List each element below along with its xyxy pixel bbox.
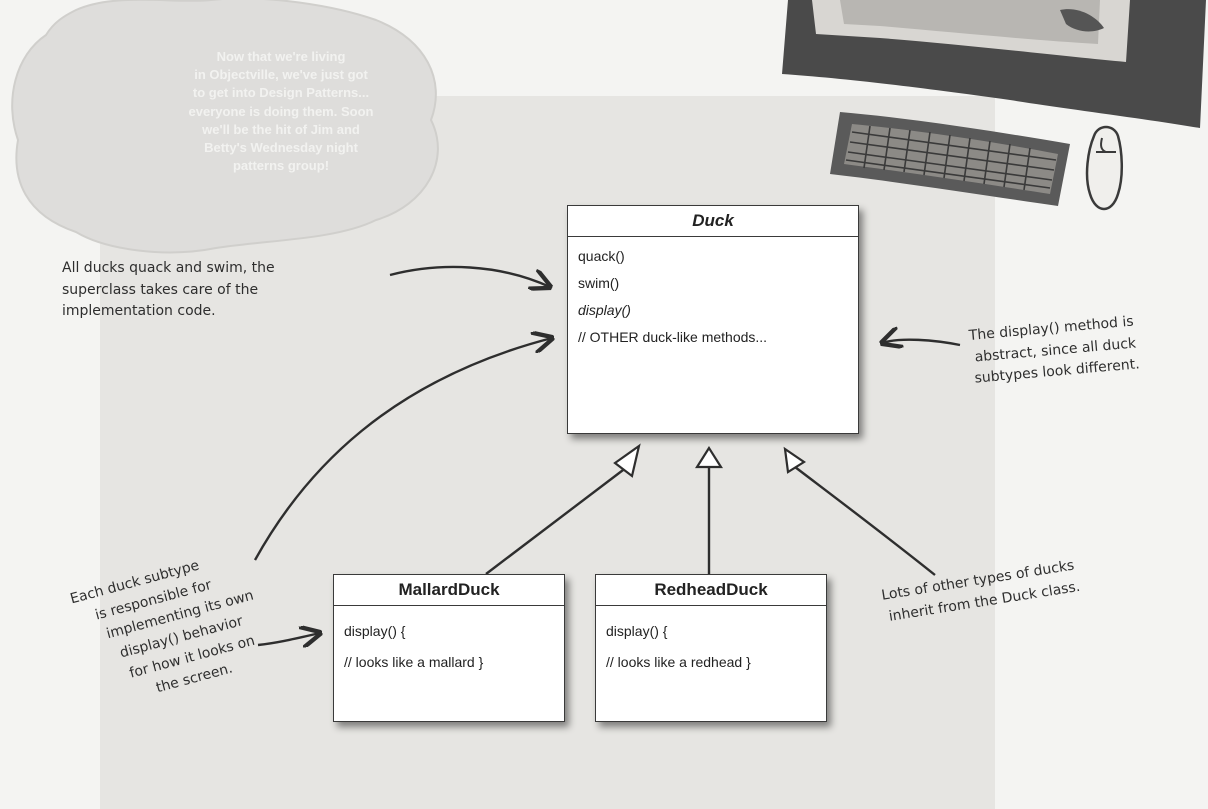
- cloud-line: everyone is doing them. Soon: [188, 103, 374, 119]
- monitor-icon: [782, 0, 1206, 128]
- method-swim: swim(): [578, 275, 620, 291]
- inherit-triangle-redhead: [695, 445, 723, 469]
- cloud-line: patterns group!: [232, 158, 330, 174]
- arrow-display-abstract: [882, 340, 961, 345]
- class-mallardduck: MallardDuck display() { // looks like a …: [333, 574, 565, 722]
- arrow-quack-swim: [389, 265, 550, 287]
- inherit-triangle-mallard: [613, 443, 641, 478]
- class-duck-methods: quack() swim() display() // OTHER duck-l…: [568, 237, 858, 357]
- method-other: // OTHER duck-like methods...: [578, 329, 768, 345]
- inherit-line-mallard: [485, 463, 632, 575]
- method-display-body: // looks like a redhead }: [606, 654, 751, 670]
- class-redheadduck-name: RedheadDuck: [596, 575, 826, 606]
- inherit-line-other: [794, 466, 936, 576]
- inherit-triangle-other: [783, 446, 807, 474]
- class-redheadduck: RedheadDuck display() { // looks like a …: [595, 574, 827, 722]
- note-quack-swim: All ducks quack and swim, the superclass…: [62, 258, 275, 323]
- class-duck-name: Duck: [568, 206, 858, 237]
- method-display: display(): [578, 302, 631, 318]
- class-redheadduck-methods: display() { // looks like a redhead }: [596, 606, 826, 684]
- arrow-subtype-to-mallard: [257, 633, 320, 645]
- note-line: All ducks quack and swim, the: [62, 260, 275, 276]
- thought-bubble-text: Now that we're living in Objectville, we…: [188, 48, 374, 175]
- cloud-line: to get into Design Patterns...: [192, 85, 370, 101]
- class-mallardduck-methods: display() { // looks like a mallard }: [334, 606, 564, 684]
- note-line: implementation code.: [62, 303, 216, 320]
- computer-illustration: [782, 0, 1206, 211]
- cloud-line: we'll be the hit of Jim and: [202, 121, 360, 137]
- note-line: superclass takes care of the: [62, 281, 259, 298]
- method-display-open: display() {: [344, 623, 406, 639]
- arrow-subtype-to-duck: [253, 338, 552, 561]
- class-duck: Duck quack() swim() display() // OTHER d…: [567, 205, 859, 434]
- thought-cloud: [11, 0, 439, 254]
- cloud-line: Betty's Wednesday night: [204, 139, 358, 155]
- method-display-body: // looks like a mallard }: [344, 654, 484, 670]
- keyboard-icon: [830, 112, 1070, 206]
- method-display-open: display() {: [606, 623, 668, 639]
- method-quack: quack(): [578, 248, 625, 264]
- cloud-line: in Objectville, we've just got: [194, 67, 368, 83]
- cloud-line: Now that we're living: [216, 49, 346, 64]
- class-mallardduck-name: MallardDuck: [334, 575, 564, 606]
- mouse-icon: [1085, 125, 1123, 211]
